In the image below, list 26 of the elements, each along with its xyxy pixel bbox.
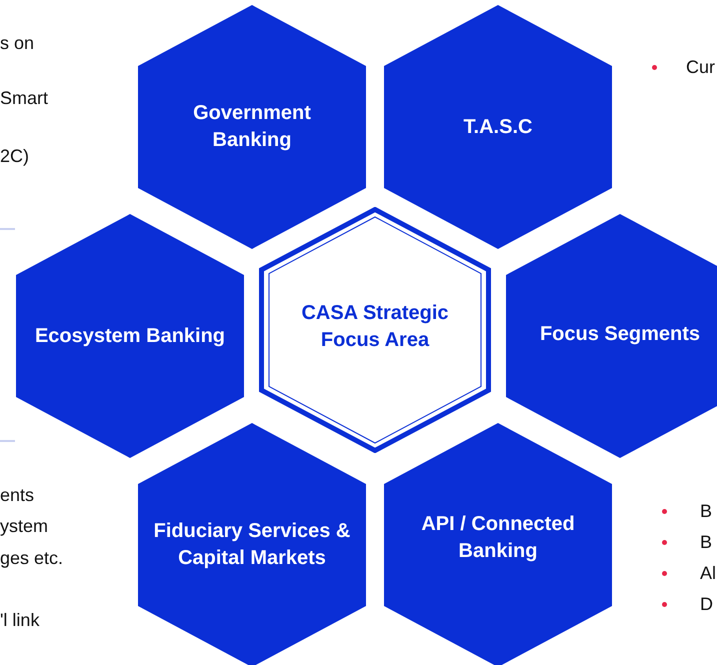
- hexagon-tile: [384, 5, 612, 249]
- text-fragment: ents: [0, 485, 34, 506]
- text-fragment: s on: [0, 33, 34, 54]
- hexagon-label: T.A.S.C: [464, 114, 532, 140]
- hexagon-label: CASA Strategic Focus Area: [300, 301, 450, 353]
- hexagon-label: Fiduciary Services & Capital Markets: [152, 519, 352, 571]
- hexagon-label: Focus Segments: [540, 322, 700, 346]
- bullet-text: Cur: [686, 57, 716, 78]
- bullet-text: Al: [700, 563, 716, 584]
- center-hexagon: [259, 207, 491, 453]
- hexagon-tile: [138, 5, 366, 249]
- hexagon-tile: [16, 214, 244, 458]
- text-fragment: 2C): [0, 146, 30, 167]
- bullet-text: D: [700, 594, 713, 615]
- text-fragment: ystem: [0, 516, 48, 537]
- bullet-text: B: [700, 501, 712, 522]
- hexagon-label: API / Connected Banking: [420, 512, 576, 564]
- text-fragment: 'l link: [0, 610, 40, 631]
- hexagon-tile: [384, 423, 612, 665]
- hexagon-label: Government Banking: [192, 101, 312, 153]
- hexagon-label: Ecosystem Banking: [34, 324, 226, 348]
- text-fragment: Smart: [0, 88, 48, 109]
- bullet-text: B: [700, 532, 712, 553]
- hexagon-tile: [506, 214, 717, 458]
- hexagon-tile: [138, 423, 366, 665]
- text-fragment: ges etc.: [0, 548, 64, 569]
